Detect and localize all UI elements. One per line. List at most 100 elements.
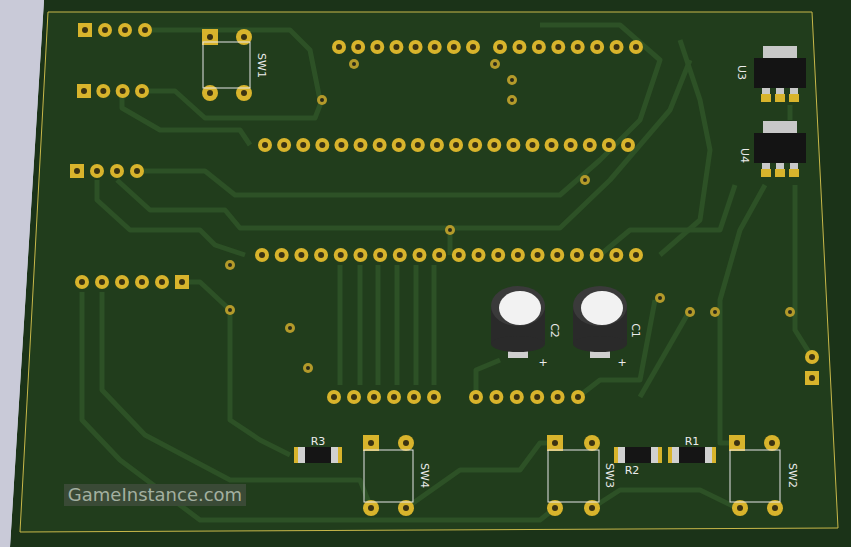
solder-pad [373, 248, 387, 262]
via [225, 305, 235, 315]
solder-pad [506, 138, 520, 152]
solder-pad [621, 138, 635, 152]
solder-pad [296, 138, 310, 152]
switch-outline [364, 450, 413, 502]
resistor-symbol [614, 447, 662, 463]
solder-pad [327, 390, 341, 404]
solder-pad [389, 40, 403, 54]
copper-trace [376, 265, 381, 385]
solder-pad [275, 248, 289, 262]
solder-pad [70, 164, 84, 178]
copper-trace [592, 490, 737, 508]
solder-pad [489, 390, 503, 404]
solder-pad [530, 390, 544, 404]
copper-trace [338, 265, 343, 385]
switch-outline [730, 450, 780, 502]
solder-pad [354, 138, 368, 152]
copper-trace [97, 180, 245, 255]
solder-pad [135, 275, 149, 289]
solder-pad [334, 138, 348, 152]
copper-trace [414, 265, 419, 385]
silkscreen-label: U4 [740, 147, 751, 162]
board-outline [20, 12, 838, 532]
solder-pad [805, 371, 819, 385]
resistor-symbol [294, 447, 342, 463]
solder-pad [525, 138, 539, 152]
solder-pad [570, 248, 584, 262]
solder-pad [590, 40, 604, 54]
solder-pad [493, 40, 507, 54]
copper-trace [660, 40, 710, 255]
solder-pad [551, 40, 565, 54]
switch-outline [203, 42, 250, 88]
solder-pad [550, 248, 564, 262]
solder-pad [602, 138, 616, 152]
capacitor-symbol [491, 286, 545, 358]
solder-pad [110, 164, 124, 178]
solder-pad [610, 40, 624, 54]
solder-pad [428, 40, 442, 54]
solder-pad [468, 138, 482, 152]
solder-pad [571, 40, 585, 54]
copper-trace [406, 443, 555, 508]
watermark: GameInstance.com [64, 484, 246, 506]
solder-pad [412, 248, 426, 262]
copper-trace [358, 265, 363, 385]
solder-pad [95, 275, 109, 289]
solder-pad [551, 390, 565, 404]
solder-pad [353, 248, 367, 262]
via [303, 363, 313, 373]
solder-pad [314, 248, 328, 262]
solder-pad [387, 390, 401, 404]
solder-pad [411, 138, 425, 152]
solder-pad [315, 138, 329, 152]
solder-pad [532, 40, 546, 54]
solder-pad [363, 435, 379, 451]
solder-pad [571, 390, 585, 404]
solder-pad [452, 248, 466, 262]
silkscreen-label: R2 [625, 465, 640, 476]
solder-pad [78, 23, 92, 37]
solder-pad [155, 275, 169, 289]
solder-pad [609, 248, 623, 262]
solder-pad [407, 390, 421, 404]
solder-pad [75, 275, 89, 289]
solder-pad [629, 40, 643, 54]
copper-trace [137, 25, 660, 195]
solder-pad [545, 138, 559, 152]
solder-pad [98, 23, 112, 37]
regulator-symbol [754, 46, 806, 102]
solder-pad [370, 40, 384, 54]
solder-pad [629, 248, 643, 262]
solder-pad [531, 248, 545, 262]
silkscreen-label: C1 [630, 323, 641, 338]
silkscreen-label: SW4 [418, 463, 429, 488]
solder-pad [351, 40, 365, 54]
via [685, 307, 695, 317]
copper-trace [432, 265, 437, 385]
solder-pad [347, 390, 361, 404]
via [507, 95, 517, 105]
copper-trace [142, 91, 322, 118]
solder-pad [130, 164, 144, 178]
solder-pad [583, 138, 597, 152]
solder-pad [393, 248, 407, 262]
solder-pad [449, 138, 463, 152]
copper-trace [720, 185, 765, 443]
solder-pad [202, 85, 218, 101]
solder-pad [392, 138, 406, 152]
solder-pad [432, 248, 446, 262]
solder-pad [277, 138, 291, 152]
via [710, 307, 720, 317]
solder-pad [729, 435, 745, 451]
via [655, 293, 665, 303]
solder-pad [294, 248, 308, 262]
solder-pad [175, 275, 189, 289]
solder-pad [491, 248, 505, 262]
solder-pad [805, 350, 819, 364]
solder-pad [115, 275, 129, 289]
solder-pad [447, 40, 461, 54]
solder-pad [469, 390, 483, 404]
solder-pad [764, 435, 780, 451]
